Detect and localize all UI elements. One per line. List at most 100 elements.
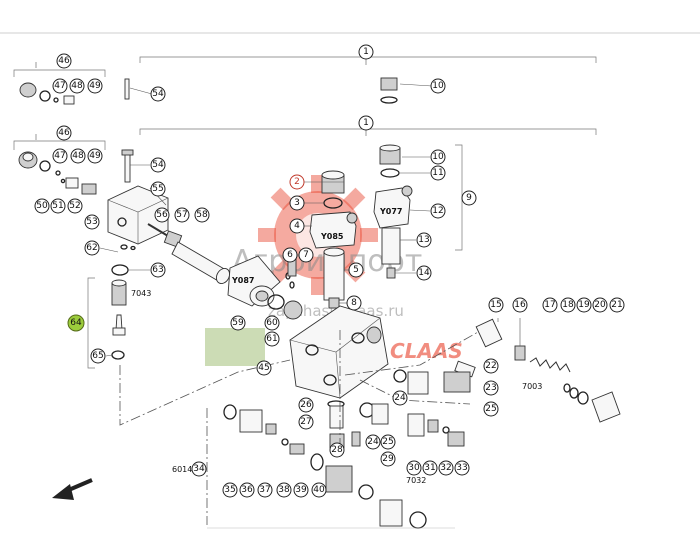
svg-text:17: 17 [544,300,555,310]
callout-28[interactable]: 28 [329,442,345,458]
callout-2[interactable]: 2 [289,174,305,190]
callout-11[interactable]: 11 [430,165,446,181]
svg-text:45: 45 [258,363,269,373]
callout-54[interactable]: 54 [150,157,166,173]
svg-text:16: 16 [514,300,526,310]
callout-14[interactable]: 14 [416,265,432,281]
svg-text:26: 26 [300,400,312,410]
callout-36[interactable]: 36 [239,482,255,498]
svg-text:13: 13 [418,235,429,245]
callout-13[interactable]: 13 [416,232,432,248]
svg-text:38: 38 [278,485,290,495]
callout-37[interactable]: 37 [257,482,273,498]
callout-17[interactable]: 17 [542,297,558,313]
callout-10[interactable]: 10 [430,149,446,165]
callout-3[interactable]: 3 [289,195,305,211]
callout-55[interactable]: 55 [150,181,166,197]
callout-33[interactable]: 33 [454,460,470,476]
svg-text:18: 18 [562,300,574,310]
svg-text:48: 48 [71,81,83,91]
callout-53[interactable]: 53 [84,214,100,230]
svg-text:56: 56 [156,210,168,220]
callout-39[interactable]: 39 [293,482,309,498]
callout-61[interactable]: 61 [264,331,280,347]
callout-65[interactable]: 65 [90,348,106,364]
svg-text:3: 3 [294,198,300,208]
callout-8[interactable]: 8 [346,295,362,311]
callout-49[interactable]: 49 [87,148,103,164]
callout-16[interactable]: 16 [512,297,528,313]
svg-text:60: 60 [266,318,278,328]
callout-22[interactable]: 22 [483,358,499,374]
callout-34[interactable]: 34 [191,461,207,477]
svg-text:11: 11 [432,168,443,178]
callout-24[interactable]: 24 [392,390,408,406]
left-parts [18,149,303,360]
svg-text:8: 8 [351,298,357,308]
callout-1[interactable]: 1 [358,115,374,131]
callout-29[interactable]: 29 [380,451,396,467]
callout-32[interactable]: 32 [438,460,454,476]
callout-25b[interactable]: 25 [380,434,396,450]
callout-48[interactable]: 48 [70,148,86,164]
svg-text:47: 47 [54,151,65,161]
callout-25[interactable]: 25 [483,401,499,417]
callout-38[interactable]: 38 [276,482,292,498]
callout-30[interactable]: 30 [406,460,422,476]
callout-9[interactable]: 9 [461,190,477,206]
callout-50[interactable]: 50 [34,198,50,214]
callout-62[interactable]: 62 [84,240,100,256]
code-y077: Y077 [379,207,403,216]
callout-35[interactable]: 35 [222,482,238,498]
callout-58[interactable]: 58 [194,207,210,223]
svg-text:62: 62 [86,243,97,253]
svg-text:15: 15 [490,300,501,310]
svg-text:65: 65 [92,351,103,361]
svg-text:5: 5 [353,265,359,275]
callout-31[interactable]: 31 [422,460,438,476]
callout-40[interactable]: 40 [311,482,327,498]
callout-47[interactable]: 47 [52,148,68,164]
callout-21[interactable]: 21 [609,297,625,313]
svg-text:49: 49 [89,81,101,91]
callout-45[interactable]: 45 [256,360,272,376]
svg-text:21: 21 [611,300,622,310]
svg-text:54: 54 [152,89,164,99]
callout-5[interactable]: 5 [348,262,364,278]
code-7003: 7003 [522,382,542,391]
callout-18[interactable]: 18 [560,297,576,313]
svg-text:31: 31 [424,463,435,473]
svg-text:10: 10 [432,152,444,162]
callout-63[interactable]: 63 [150,262,166,278]
callout-27[interactable]: 27 [298,414,314,430]
callout-51[interactable]: 51 [50,198,66,214]
callout-20[interactable]: 20 [592,297,608,313]
callout-46[interactable]: 46 [56,125,72,141]
callout-19[interactable]: 19 [576,297,592,313]
callout-6[interactable]: 6 [282,247,298,263]
svg-text:30: 30 [408,463,420,473]
svg-text:24: 24 [394,393,406,403]
callout-15[interactable]: 15 [488,297,504,313]
callout-59[interactable]: 59 [230,315,246,331]
callout-7[interactable]: 7 [298,247,314,263]
svg-text:35: 35 [224,485,235,495]
svg-text:20: 20 [594,300,606,310]
callout-60[interactable]: 60 [264,315,280,331]
callout-56[interactable]: 56 [154,207,170,223]
callout-26[interactable]: 26 [298,397,314,413]
code-y085: Y085 [320,232,344,241]
code-y087: Y087 [231,276,255,285]
callout-23[interactable]: 23 [483,380,499,396]
callout-4[interactable]: 4 [289,218,305,234]
svg-text:10: 10 [432,81,444,91]
callout-57[interactable]: 57 [174,207,190,223]
callout-24b[interactable]: 24 [365,434,381,450]
callout-64[interactable]: 64 [67,314,85,332]
svg-text:22: 22 [485,361,496,371]
svg-text:57: 57 [176,210,187,220]
callout-12[interactable]: 12 [430,203,446,219]
callout-52[interactable]: 52 [67,198,83,214]
svg-text:7: 7 [303,250,309,260]
